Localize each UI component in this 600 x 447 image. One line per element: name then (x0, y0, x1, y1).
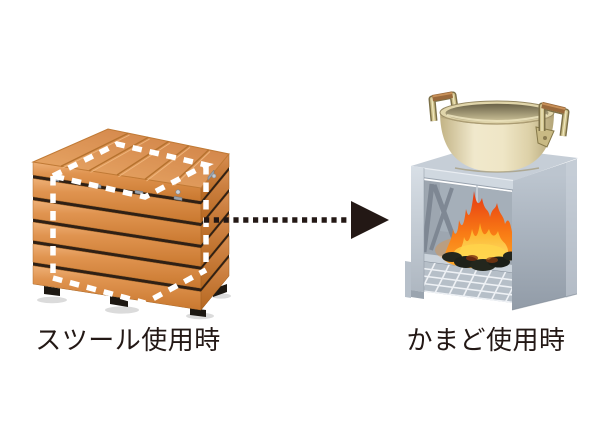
stool-illustration (31, 128, 231, 320)
stool-front-face (32, 161, 202, 311)
stool-top-face (31, 128, 230, 189)
stool-caption: スツール使用時 (35, 326, 221, 355)
fire-flames (435, 191, 525, 271)
stool-screws (175, 173, 217, 195)
kamado-illustration (405, 91, 578, 311)
cooking-pot (428, 91, 570, 173)
stove-grate-mesh (405, 260, 513, 303)
pot-body (440, 112, 554, 172)
conversion-arrow-icon (204, 201, 389, 239)
kamado-caption: かまど使用時 (406, 326, 566, 355)
stove-right-panel (511, 159, 578, 311)
pot-opening (445, 103, 549, 123)
pot-handle-right (535, 101, 570, 148)
